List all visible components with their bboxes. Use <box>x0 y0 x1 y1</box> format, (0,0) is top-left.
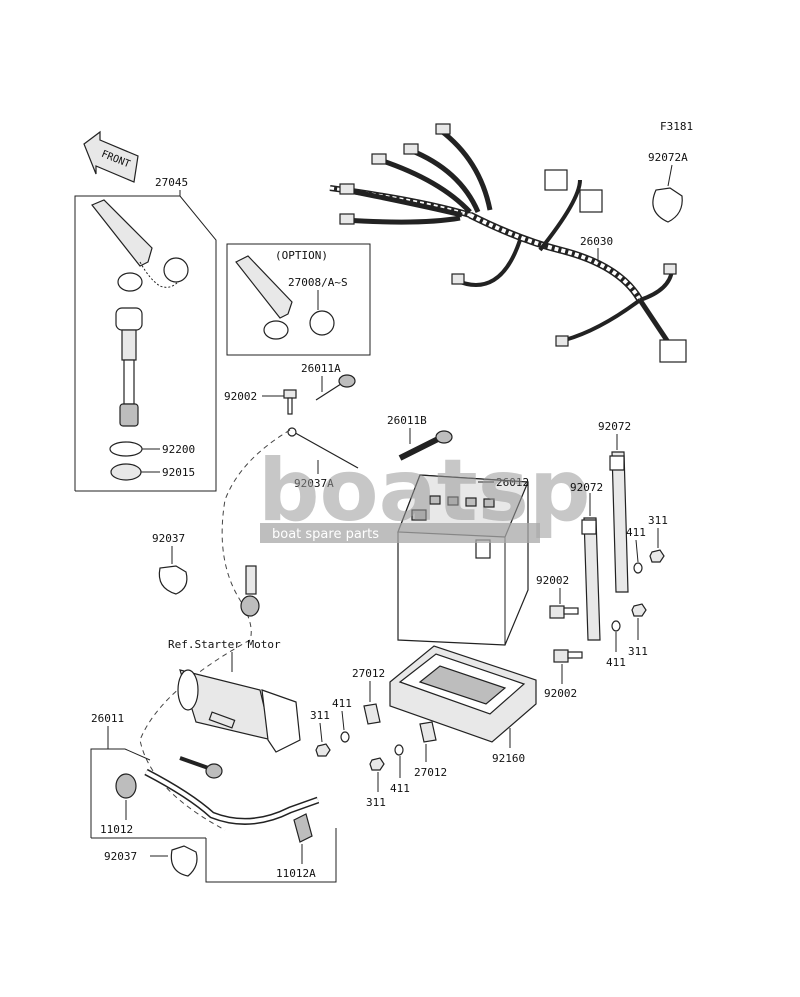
part-label-26011A: 26011A <box>301 362 341 375</box>
part-label-92037-left: 92037 <box>152 532 185 545</box>
part-label-92015: 92015 <box>162 466 195 479</box>
option-box <box>226 243 371 356</box>
nut-311-a <box>649 549 665 563</box>
nut-311-c <box>315 743 331 757</box>
part-label-92002-mid: 92002 <box>536 574 569 587</box>
part-label-411-b: 411 <box>606 656 626 669</box>
starter-motor-ref <box>177 669 301 753</box>
clamp-92037-left <box>158 565 188 595</box>
bracket-27012-b <box>419 721 437 743</box>
part-label-92072A: 92072A <box>648 151 688 164</box>
option-key-group: (OPTION) 27008/A~S <box>226 243 371 356</box>
part-label-411-d: 411 <box>390 782 410 795</box>
part-label-92002-top: 92002 <box>224 390 257 403</box>
switch-stem <box>121 329 137 361</box>
battery-tray-92160 <box>389 645 537 743</box>
part-label-311-c: 311 <box>310 709 330 722</box>
key-cap <box>163 257 189 283</box>
washer-411-a <box>633 562 643 574</box>
washer-411-c <box>340 731 350 743</box>
switch-connector <box>119 403 139 427</box>
part-label-27008: 27008/A~S <box>288 276 348 289</box>
bolt-92002-mid <box>549 605 565 619</box>
front-arrow-icon: FRONT <box>83 130 139 183</box>
part-label-92037-bot: 92037 <box>104 850 137 863</box>
nut-311-b <box>631 603 647 617</box>
key-part <box>91 199 153 267</box>
part-label-92072-b: 92072 <box>570 481 603 494</box>
clamp-92037-bot <box>170 845 198 877</box>
cable-end-26011B <box>435 430 453 444</box>
washer-411-d <box>394 744 404 756</box>
strap-92037A <box>289 429 359 469</box>
switch-wire <box>123 359 135 405</box>
part-label-92072-a: 92072 <box>598 420 631 433</box>
terminal-11012A <box>293 813 313 843</box>
cable-26011-group: 26011 11012 11012A <box>90 712 337 883</box>
part-label-11012: 11012 <box>100 823 133 836</box>
battery-26012 <box>397 474 529 646</box>
part-label-311-a: 311 <box>648 514 668 527</box>
group-bracket <box>74 195 217 492</box>
part-label-92200: 92200 <box>162 443 195 456</box>
bracket-27012-a <box>363 703 381 725</box>
option-cap <box>309 310 335 336</box>
part-label-92037A: 92037A <box>294 477 334 490</box>
part-label-27012-b: 27012 <box>414 766 447 779</box>
option-label: (OPTION) <box>275 249 328 262</box>
cable-end-26011A <box>338 374 356 388</box>
main-harness-26030 <box>329 123 687 363</box>
bolt-92002-top <box>283 389 297 399</box>
watermark-logo: boatsp boat spare parts <box>258 441 591 543</box>
ignition-switch-group: 27045 92200 92015 <box>74 176 217 492</box>
part-label-27045: 27045 <box>155 176 188 189</box>
fob-ring <box>117 272 143 292</box>
part-label-26011: 26011 <box>91 712 124 725</box>
option-fob <box>263 320 289 340</box>
part-label-26012: 26012 <box>496 476 529 489</box>
starter-cable-end <box>240 595 260 617</box>
watermark-tagline: boat spare parts <box>272 527 379 542</box>
part-label-311-d: 311 <box>366 796 386 809</box>
part-label-26011B: 26011B <box>387 414 427 427</box>
strap-92072-b <box>581 517 601 641</box>
nut-92015 <box>110 463 142 481</box>
part-label-92160: 92160 <box>492 752 525 765</box>
ref-starter-label: Ref.Starter Motor <box>168 638 281 651</box>
terminal-11012 <box>115 773 137 799</box>
figure-code: F3181 <box>660 120 693 133</box>
strap-92072-a <box>609 451 629 593</box>
part-label-92002-bot: 92002 <box>544 687 577 700</box>
washer-92200 <box>109 441 143 457</box>
switch-head <box>115 307 143 331</box>
nut-311-d <box>369 757 385 771</box>
part-label-27012-a: 27012 <box>352 667 385 680</box>
option-key <box>235 255 293 319</box>
part-label-311-b: 311 <box>628 645 648 658</box>
part-label-11012A: 11012A <box>276 867 316 880</box>
bolt-92002-bot <box>553 649 569 663</box>
washer-411-b <box>611 620 621 632</box>
part-label-26030: 26030 <box>580 235 613 248</box>
part-label-411-c: 411 <box>332 697 352 710</box>
clamp-92072A <box>652 187 683 223</box>
part-label-411-a: 411 <box>626 526 646 539</box>
